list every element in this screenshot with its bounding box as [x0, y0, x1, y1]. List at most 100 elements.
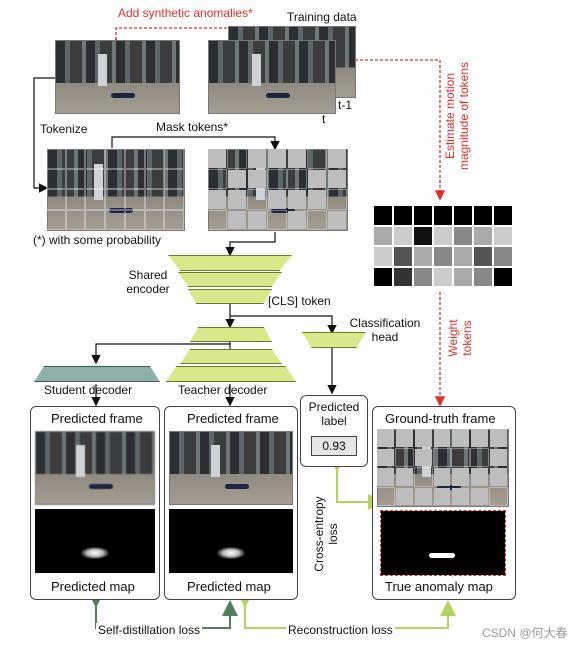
predicted-label-title: Predicted label: [308, 400, 360, 428]
token-cell: [414, 206, 432, 225]
tokenize-label: Tokenize: [40, 122, 88, 136]
token-cell: [414, 247, 432, 266]
teacher-predicted-map: [169, 509, 293, 573]
token-cell: [454, 206, 472, 225]
student-predicted-map: [35, 509, 155, 573]
token-cell: [227, 148, 247, 169]
student-predicted-frame: [35, 431, 155, 505]
token-cell: [414, 448, 432, 466]
token-cell: [207, 209, 227, 230]
encoder-layer-3: [188, 289, 272, 304]
token-cell: [454, 226, 472, 245]
token-cell: [228, 169, 246, 188]
token-cell: [489, 486, 508, 506]
token-cell: [124, 189, 145, 210]
token-cell: [434, 247, 452, 266]
teacher-decoder-layer-1: [190, 327, 272, 342]
token-cell: [46, 148, 66, 169]
token-cell: [207, 168, 227, 189]
token-cell: [248, 210, 266, 229]
token-cell: [414, 429, 432, 447]
token-cell: [144, 209, 165, 230]
token-cell: [434, 206, 452, 225]
encoder-layer-2: [178, 272, 282, 287]
watermark: CSDN @何大春: [482, 626, 568, 640]
token-cell: [374, 267, 392, 286]
token-cell: [433, 487, 451, 505]
token-cell: [124, 209, 145, 230]
token-cell: [46, 209, 66, 230]
token-cell: [164, 209, 184, 230]
token-cell: [395, 468, 413, 486]
token-cell: [65, 148, 86, 169]
token-cell: [328, 169, 346, 188]
token-cell: [395, 487, 413, 505]
training-data-label: Training data: [287, 10, 357, 24]
token-cell: [452, 429, 470, 447]
student-decoder-label: Student decoder: [44, 383, 133, 397]
token-cell: [471, 429, 489, 447]
token-cell: [307, 209, 327, 230]
token-cell: [471, 487, 489, 505]
token-cell: [46, 168, 66, 189]
token-cell: [124, 148, 145, 169]
token-cell: [474, 247, 492, 266]
teacher-predicted-frame: [169, 431, 293, 505]
footnote-label: (*) with some probability: [33, 233, 162, 247]
true-anomaly-map-label: True anomaly map: [385, 579, 493, 594]
token-cell: [328, 149, 346, 168]
ground-truth-frame-title: Ground-truth frame: [385, 411, 496, 426]
token-cell: [433, 468, 451, 486]
token-cell: [454, 267, 472, 286]
tokenized-frame: [47, 149, 185, 231]
token-cell: [124, 168, 145, 189]
student-predicted-map-label: Predicted map: [51, 579, 135, 594]
token-cell: [288, 210, 306, 229]
token-cell: [376, 486, 395, 506]
token-cell: [328, 210, 346, 229]
token-cell: [248, 169, 266, 188]
token-cell: [452, 487, 470, 505]
token-cell: [105, 189, 125, 210]
reconstruction-loss-label: Reconstruction loss: [286, 623, 395, 637]
token-cell: [164, 189, 184, 210]
weight-tokens-label: Weight tokens: [446, 319, 474, 357]
token-cell: [65, 189, 86, 210]
cls-token-label: [CLS] token: [268, 294, 331, 308]
token-cell: [208, 190, 226, 209]
token-cell: [394, 267, 412, 286]
teacher-output-panel: Predicted frame Predicted map: [164, 406, 298, 600]
token-cell: [490, 468, 507, 486]
student-decoder: [34, 366, 160, 382]
token-cell: [268, 190, 286, 209]
token-cell: [414, 267, 432, 286]
token-cell: [288, 190, 306, 209]
encoder-layer-1: [168, 255, 292, 271]
ground-truth-panel: Ground-truth frame True anomaly map: [372, 406, 516, 600]
token-cell: [228, 210, 246, 229]
token-cell: [377, 448, 394, 466]
token-cell: [490, 448, 507, 466]
token-cell: [164, 168, 184, 189]
token-cell: [494, 226, 512, 245]
token-cell: [164, 148, 184, 169]
predicted-score: 0.93: [311, 436, 357, 456]
token-cell: [308, 169, 326, 188]
token-cell: [105, 209, 125, 230]
mask-tokens-label: Mask tokens*: [156, 120, 229, 134]
add-anomalies-label: Add synthetic anomalies*: [118, 6, 253, 20]
token-cell: [394, 206, 412, 225]
token-cell: [434, 267, 452, 286]
token-cell: [394, 226, 412, 245]
token-cell: [268, 149, 286, 168]
token-cell: [85, 148, 106, 169]
token-cell: [452, 468, 470, 486]
token-cell: [374, 226, 392, 245]
student-output-panel: Predicted frame Predicted map: [30, 406, 160, 600]
teacher-predicted-map-label: Predicted map: [187, 579, 271, 594]
estimate-motion-label: Estimate motion magnitude of tokens: [443, 61, 471, 171]
token-cell: [377, 429, 394, 447]
classification-head-label: Classification head: [349, 316, 421, 344]
token-cell: [494, 247, 512, 266]
true-anomaly-map: [380, 510, 506, 576]
